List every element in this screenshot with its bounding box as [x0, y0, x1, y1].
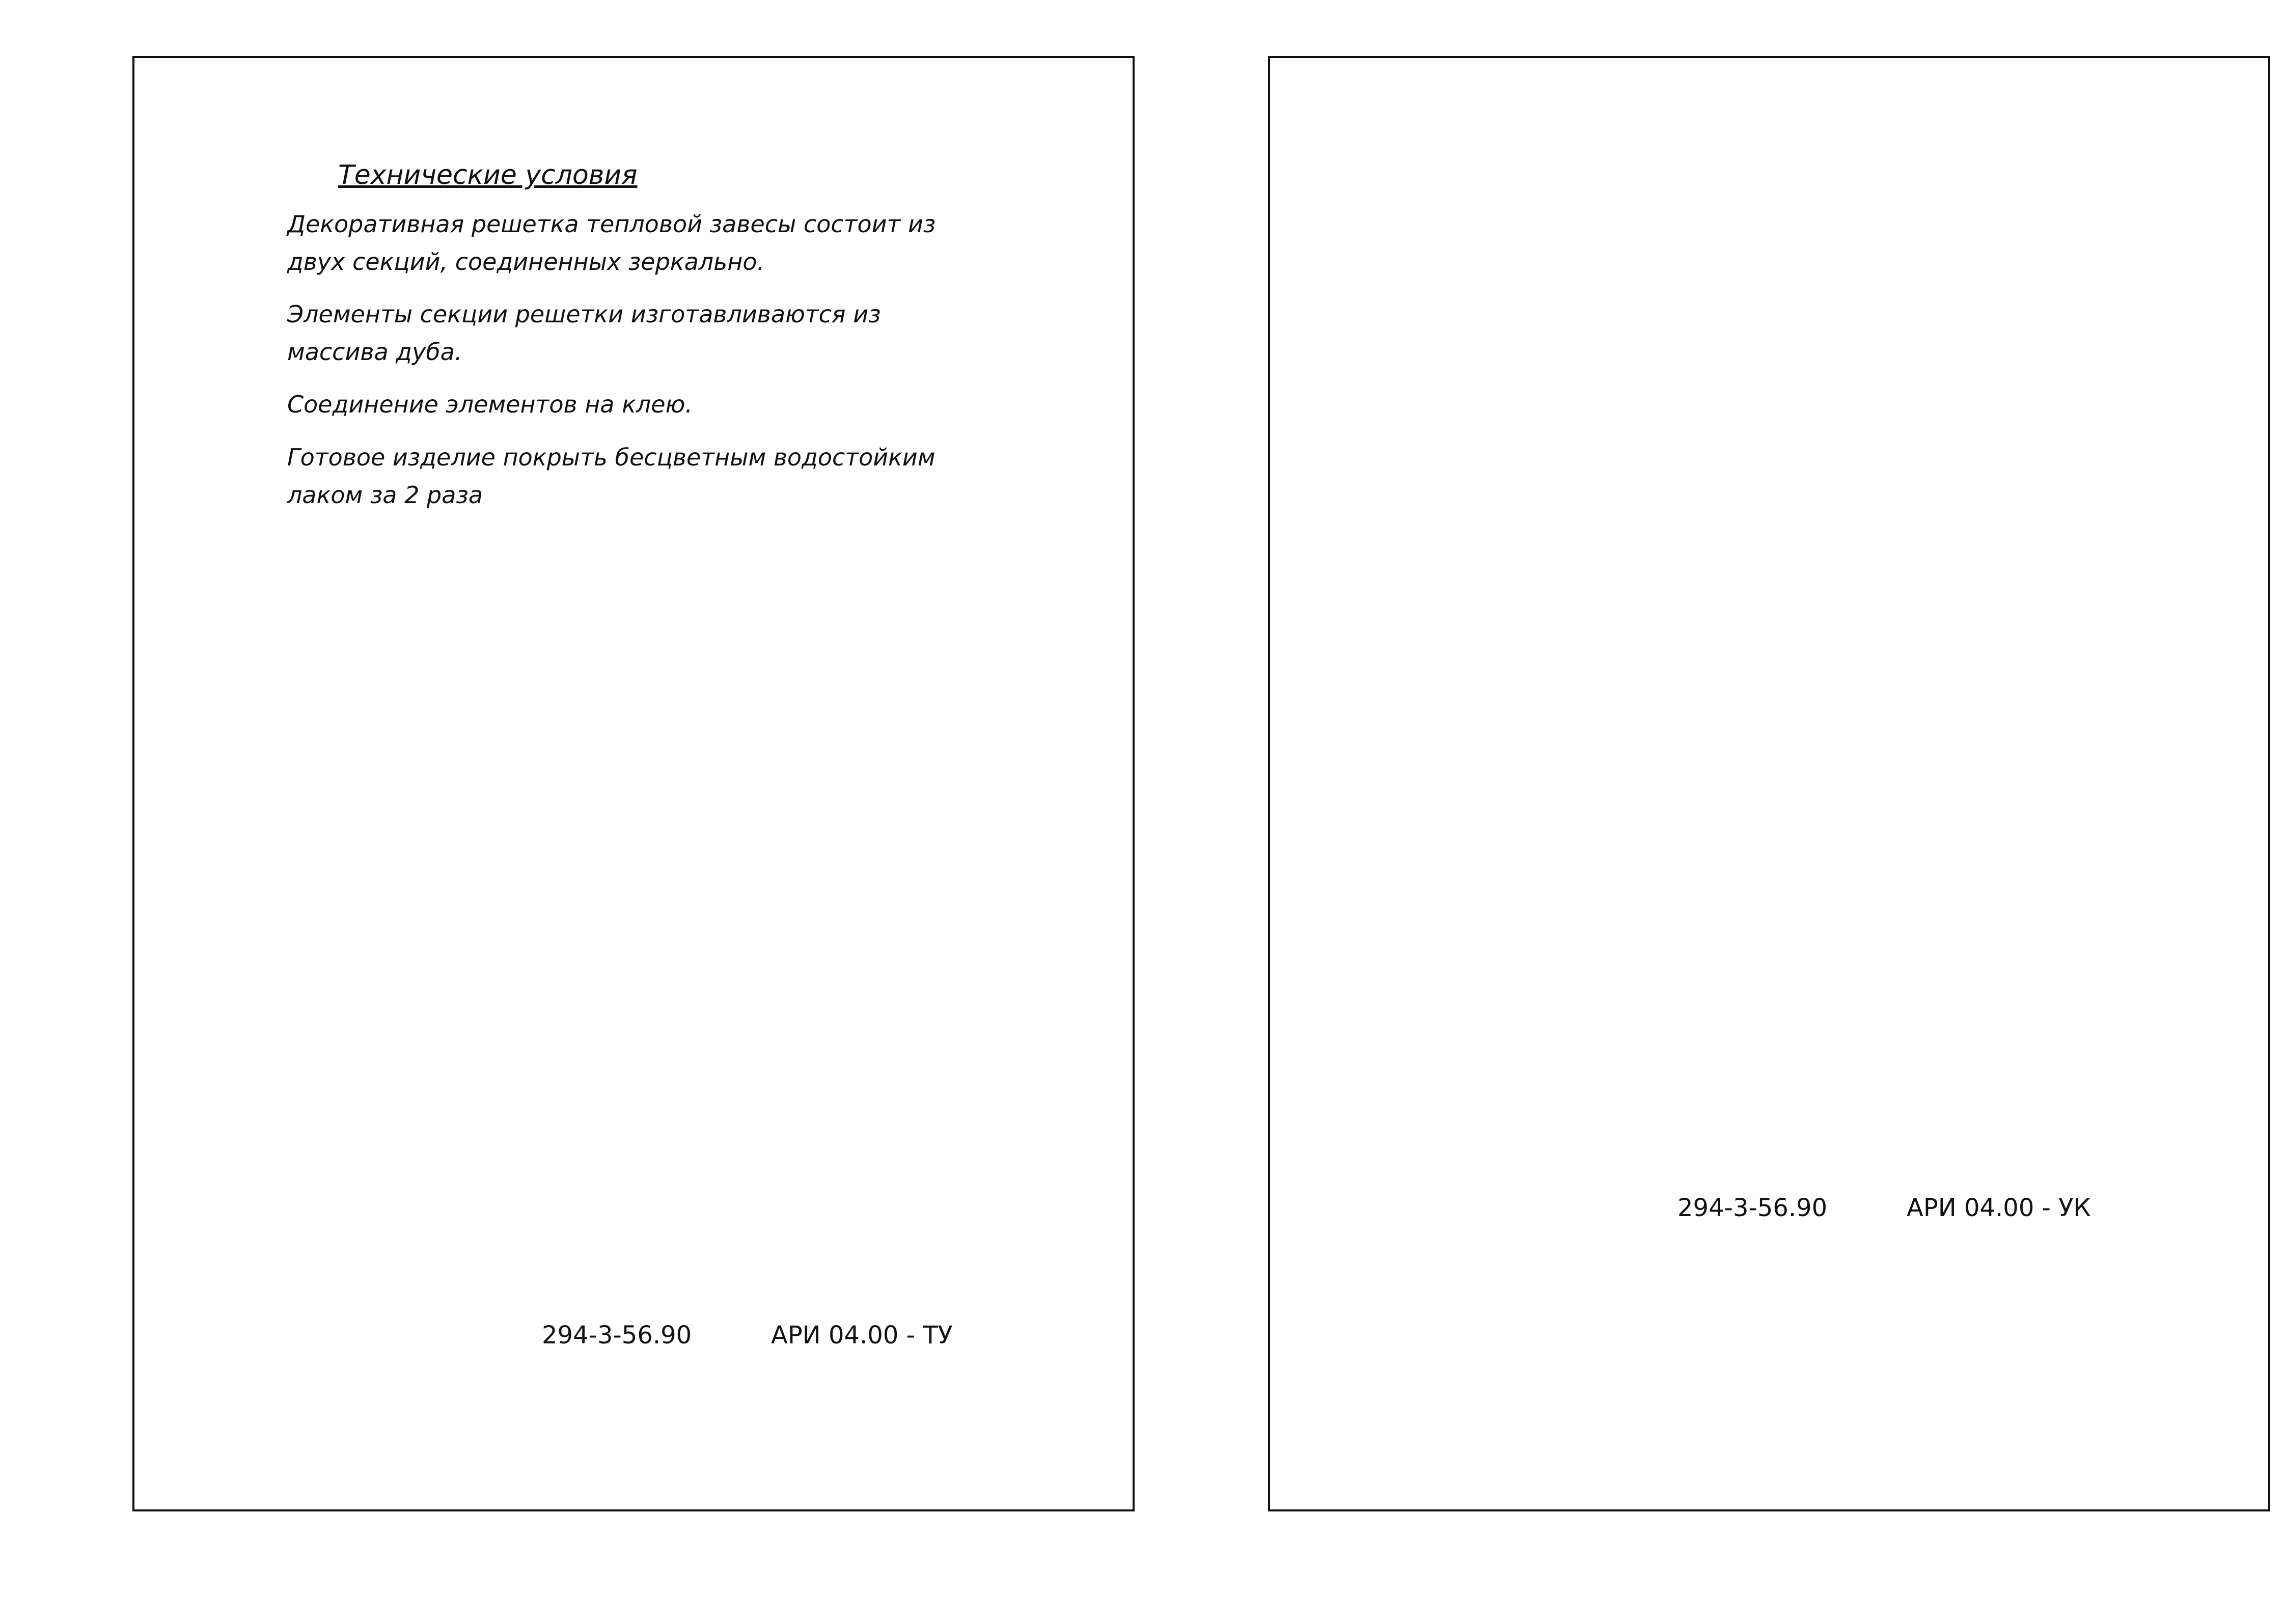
left-body-1: Декоративная решетка тепловой завесы сос… — [287, 210, 936, 276]
right-sheet: 294-3-56.90 АРИ 04.00 - УК — [1268, 56, 2270, 1511]
left-body-2: Элементы секции решетки изготавливаются … — [287, 300, 881, 366]
left-body-4: Готовое изделие покрыть бесцветным водос… — [287, 443, 935, 509]
right-mark: АРИ 04.00 - УК — [1907, 1194, 2091, 1222]
right-code: 294-3-56.90 — [1677, 1194, 1828, 1222]
left-code: 294-3-56.90 — [542, 1321, 692, 1350]
left-sheet: Технические условия Декоративная решетка… — [132, 56, 1135, 1511]
left-mark: АРИ 04.00 - ТУ — [771, 1321, 953, 1350]
left-title: Технические условия — [338, 160, 638, 190]
left-body-3: Соединение элементов на клею. — [287, 391, 693, 419]
